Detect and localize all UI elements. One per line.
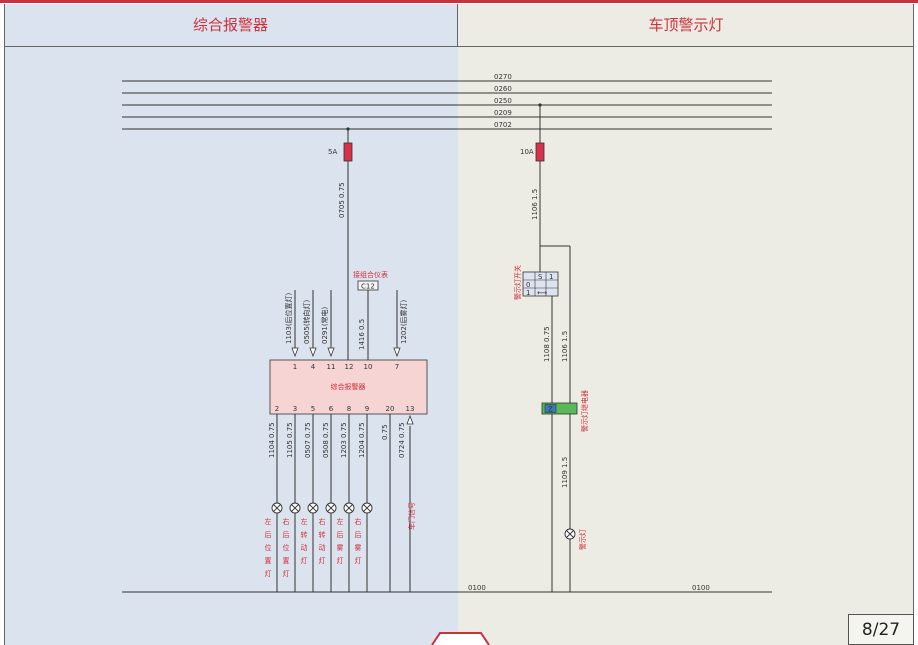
lamp-label: 左转动灯	[300, 517, 308, 570]
wire-label: 0724 0.75	[398, 422, 406, 458]
pin-label: 3	[293, 405, 297, 413]
input-arrow	[309, 347, 317, 358]
lamp-label: 右后位置灯	[282, 517, 290, 583]
wire-label: 1106 1.5	[561, 331, 569, 362]
wire-label: 1109 1.5	[561, 457, 569, 488]
lamp-label: 右转动灯	[318, 517, 326, 570]
door-signal-label: 车门信号	[407, 502, 416, 530]
wire-label: 0505(转向灯)	[302, 299, 311, 344]
wire-label: 1202(后雾灯)	[399, 299, 408, 344]
connector-label: 接组合仪表	[353, 270, 388, 279]
switch-label: 警示灯开关	[513, 265, 522, 300]
bus-label: 0270	[494, 73, 512, 81]
left-panel	[4, 4, 458, 645]
wire-label: 0705 0.75	[338, 182, 346, 218]
pin-label: 9	[365, 405, 369, 413]
pin-label: 8	[347, 405, 351, 413]
switch-cell: 0	[526, 281, 530, 289]
pin-label: 7	[395, 363, 399, 371]
input-arrow	[291, 347, 299, 358]
page-number: 8/27	[848, 614, 914, 645]
wire-label: 1104 0.75	[268, 422, 276, 458]
right-panel	[458, 4, 914, 645]
pin-label: 5	[311, 405, 315, 413]
bus-label: 0209	[494, 109, 512, 117]
lamp-label: 右后雾灯	[354, 517, 362, 570]
lamp-icon	[343, 502, 355, 514]
lamp-icon	[361, 502, 373, 514]
top-accent-bar	[0, 0, 918, 3]
diagram-frame	[4, 4, 914, 645]
pin-label: 4	[311, 363, 316, 371]
pin-label: 20	[386, 405, 395, 413]
pin-label: 2	[275, 405, 279, 413]
lamp-label: 左后位置灯	[264, 517, 272, 583]
input-arrow	[327, 347, 335, 358]
wire-label: 0508 0.75	[322, 422, 330, 458]
switch-cell: 1	[549, 273, 553, 281]
ground-label: 0100	[692, 584, 710, 592]
wire-label: 1204 0.75	[358, 422, 366, 458]
wire-label: 1105 0.75	[286, 422, 294, 458]
lamp-icon	[325, 502, 337, 514]
wire-label: 1103(后位置灯)	[284, 292, 293, 344]
pin-label: 13	[406, 405, 415, 413]
warning-lamp-label: 警示灯	[578, 529, 587, 550]
warning-light-switch	[522, 271, 559, 297]
wire-label: 1106 1.5	[531, 189, 539, 220]
header-right-title: 车顶警示灯	[458, 4, 914, 47]
module-name: 综合报警器	[331, 382, 366, 391]
header-left-title: 综合报警器	[4, 4, 458, 47]
wire-label: 1416 0.5	[358, 319, 366, 350]
bottom-tab	[431, 632, 490, 645]
wire-label: 0507 0.75	[304, 422, 312, 458]
switch-cell: 1	[526, 289, 530, 297]
connector-code: C12	[361, 283, 375, 291]
relay-label: 警示灯继电器	[580, 390, 589, 432]
bus-label: 0702	[494, 121, 512, 129]
wire-label: 0291(常电)	[320, 306, 329, 344]
wire-label: 0.75	[381, 424, 389, 440]
switch-cell: ⟷	[537, 289, 547, 297]
fuse-right-rating: 10A	[520, 148, 534, 156]
ground-label: 0100	[468, 584, 486, 592]
lamp-icon	[271, 502, 283, 514]
fuse-left-rating: 5A	[328, 148, 337, 156]
bus-label: 0250	[494, 97, 512, 105]
wire-label: 1203 0.75	[340, 422, 348, 458]
switch-cell: S	[538, 273, 543, 281]
pin-label: 11	[327, 363, 336, 371]
pin-label: 6	[329, 405, 334, 413]
wire-label: 1108 0.75	[543, 326, 551, 362]
fuse-right	[535, 142, 545, 162]
input-arrow	[393, 347, 401, 358]
relay-block	[541, 402, 578, 415]
relay-code: Z	[548, 406, 553, 414]
lamp-icon	[289, 502, 301, 514]
alarm-module	[269, 359, 428, 415]
lamp-icon	[307, 502, 319, 514]
pin-label: 1	[293, 363, 297, 371]
pin-label: 12	[345, 363, 354, 371]
bus-label: 0260	[494, 85, 512, 93]
lamp-label: 左后雾灯	[336, 517, 344, 570]
fuse-left	[343, 142, 353, 162]
warning-lamp-icon	[564, 528, 576, 540]
pin-label: 10	[364, 363, 373, 371]
door-signal-arrow	[406, 414, 414, 425]
